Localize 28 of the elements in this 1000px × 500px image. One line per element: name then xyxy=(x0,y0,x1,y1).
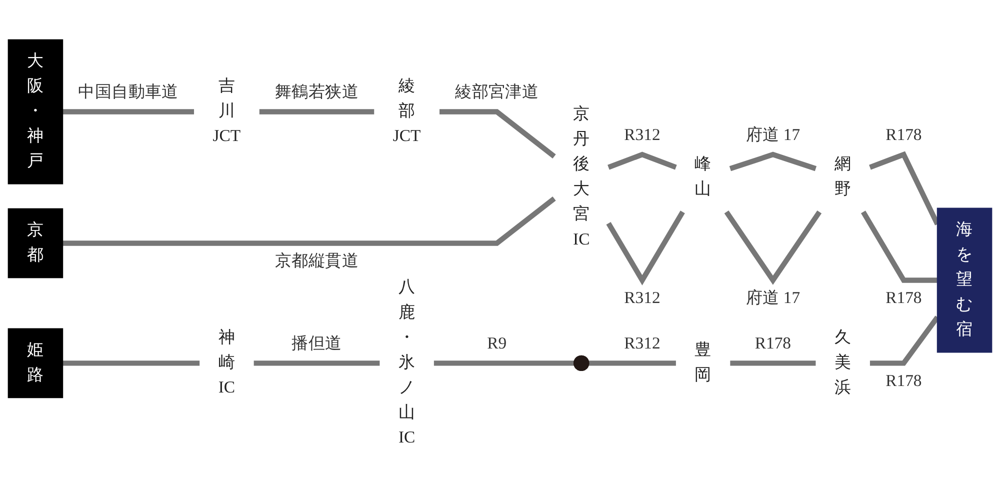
road-line xyxy=(724,210,822,285)
road-line xyxy=(62,196,556,246)
place-name: 網野 xyxy=(834,156,852,198)
road-line xyxy=(259,109,374,114)
road-line xyxy=(434,360,574,366)
road-line xyxy=(62,109,194,114)
place-name: 綾部JCT xyxy=(392,77,421,146)
road-line xyxy=(62,360,200,366)
place-name: 久美浜 xyxy=(834,328,852,397)
destination-box: 海を望む宿 xyxy=(936,208,992,353)
road-line xyxy=(729,152,817,172)
road-line xyxy=(608,152,677,170)
road-line xyxy=(440,109,556,158)
place-name: 京丹後大宮IC xyxy=(573,106,590,248)
junction-dot xyxy=(574,355,590,371)
origin-box: 姫路 xyxy=(8,328,64,398)
road-line xyxy=(254,360,380,366)
origin-box: 大阪・神戸 xyxy=(8,39,64,184)
place-name: 八鹿・氷ノ山IC xyxy=(398,278,416,447)
place-name: 豊岡 xyxy=(694,341,712,384)
place-name: 神崎IC xyxy=(218,328,236,397)
place-name: 峰山 xyxy=(694,156,712,198)
road-line xyxy=(860,210,938,283)
origin-box: 京都 xyxy=(8,208,64,278)
road-line xyxy=(588,360,676,366)
road-line xyxy=(730,360,816,366)
place-name: 吉川JCT xyxy=(212,77,241,146)
road-line xyxy=(606,210,685,286)
